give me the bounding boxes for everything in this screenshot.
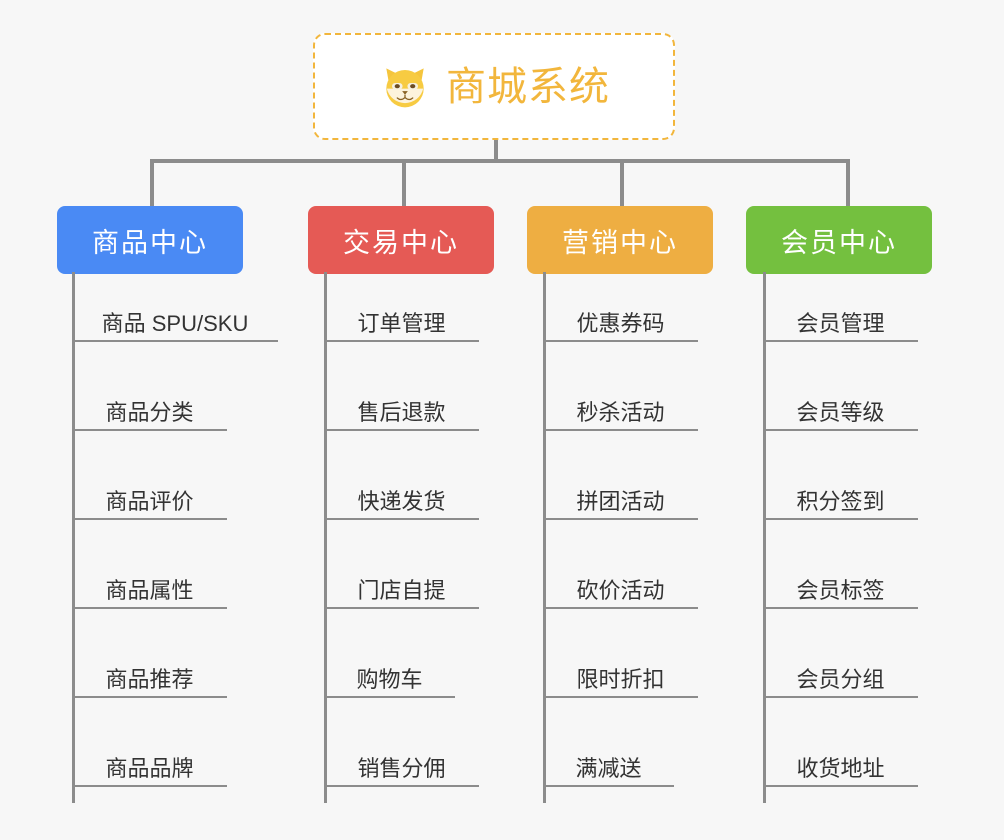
leaf-label: 收货地址: [796, 755, 885, 781]
category-title-member-center: 会员中心: [781, 227, 897, 258]
leaf-item-shopping-cart[interactable]: 购物车: [324, 628, 455, 698]
leaf-label: 会员管理: [796, 310, 885, 336]
leaf-item-points-checkin[interactable]: 积分签到: [763, 450, 918, 520]
leaf-item-member-group[interactable]: 会员分组: [763, 628, 918, 698]
category-title-product-center: 商品中心: [92, 227, 208, 258]
leaf-label: 会员分组: [796, 666, 885, 692]
leaf-label: 购物车: [356, 666, 423, 692]
leaf-label: 售后退款: [357, 399, 446, 425]
leaf-item-shipping-address[interactable]: 收货地址: [763, 717, 918, 787]
shiba-dog-face-icon: [386, 67, 424, 107]
connector-drop-marketing-center: [620, 159, 624, 207]
leaf-item-coupon-code[interactable]: 优惠券码: [543, 272, 698, 342]
leaf-item-product-review[interactable]: 商品评价: [72, 450, 227, 520]
leaf-label: 秒杀活动: [576, 399, 665, 425]
leaf-label: 商品品牌: [105, 755, 194, 781]
leaf-label: 门店自提: [357, 577, 446, 603]
leaf-item-member-tag[interactable]: 会员标签: [763, 539, 918, 609]
leaf-item-bargain[interactable]: 砍价活动: [543, 539, 698, 609]
leaf-label: 销售分佣: [357, 755, 446, 781]
spine-trade-center: [324, 272, 327, 803]
leaf-item-sales-commission[interactable]: 销售分佣: [324, 717, 479, 787]
leaf-label: 商品 SPU/SKU: [101, 310, 249, 336]
leaf-label: 会员标签: [796, 577, 885, 603]
spine-marketing-center: [543, 272, 546, 803]
root-node-mall-system[interactable]: 商城系统: [313, 33, 675, 140]
category-box-marketing-center[interactable]: 营销中心: [527, 206, 713, 274]
category-title-trade-center: 交易中心: [343, 227, 459, 258]
leaf-label: 商品属性: [105, 577, 194, 603]
leaf-item-product-recommend[interactable]: 商品推荐: [72, 628, 227, 698]
leaf-label: 商品分类: [105, 399, 194, 425]
leaf-item-flash-sale[interactable]: 秒杀活动: [543, 361, 698, 431]
leaf-label: 优惠券码: [576, 310, 665, 336]
leaf-item-product-attribute[interactable]: 商品属性: [72, 539, 227, 609]
leaf-label: 满减送: [575, 755, 642, 781]
leaf-item-express-shipping[interactable]: 快递发货: [324, 450, 479, 520]
leaf-item-product-category[interactable]: 商品分类: [72, 361, 227, 431]
connector-drop-member-center: [846, 159, 850, 207]
leaf-label: 砍价活动: [576, 577, 665, 603]
leaf-label: 会员等级: [796, 399, 885, 425]
leaf-item-member-management[interactable]: 会员管理: [763, 272, 918, 342]
leaf-label: 限时折扣: [576, 666, 665, 692]
leaf-item-after-sale-refund[interactable]: 售后退款: [324, 361, 479, 431]
leaf-item-product-brand[interactable]: 商品品牌: [72, 717, 227, 787]
connector-root-stem: [494, 140, 498, 162]
leaf-label: 拼团活动: [576, 488, 665, 514]
leaf-item-limited-time-discount[interactable]: 限时折扣: [543, 628, 698, 698]
category-box-member-center[interactable]: 会员中心: [746, 206, 932, 274]
connector-drop-product-center: [150, 159, 154, 207]
leaf-label: 订单管理: [357, 310, 446, 336]
category-title-marketing-center: 营销中心: [562, 227, 678, 258]
leaf-label: 积分签到: [796, 488, 885, 514]
leaf-item-order-management[interactable]: 订单管理: [324, 272, 479, 342]
category-box-product-center[interactable]: 商品中心: [57, 206, 243, 274]
leaf-item-store-pickup[interactable]: 门店自提: [324, 539, 479, 609]
spine-member-center: [763, 272, 766, 803]
leaf-item-full-reduction-gift[interactable]: 满减送: [543, 717, 674, 787]
connector-drop-trade-center: [402, 159, 406, 207]
leaf-label: 快递发货: [357, 488, 446, 514]
leaf-label: 商品推荐: [105, 666, 194, 692]
connector-bus: [150, 159, 850, 163]
root-title: 商城系统: [446, 64, 610, 109]
category-box-trade-center[interactable]: 交易中心: [308, 206, 494, 274]
leaf-label: 商品评价: [105, 488, 194, 514]
spine-product-center: [72, 272, 75, 803]
leaf-item-member-level[interactable]: 会员等级: [763, 361, 918, 431]
leaf-item-group-buy[interactable]: 拼团活动: [543, 450, 698, 520]
leaf-item-product-spu-sku[interactable]: 商品 SPU/SKU: [72, 272, 278, 342]
